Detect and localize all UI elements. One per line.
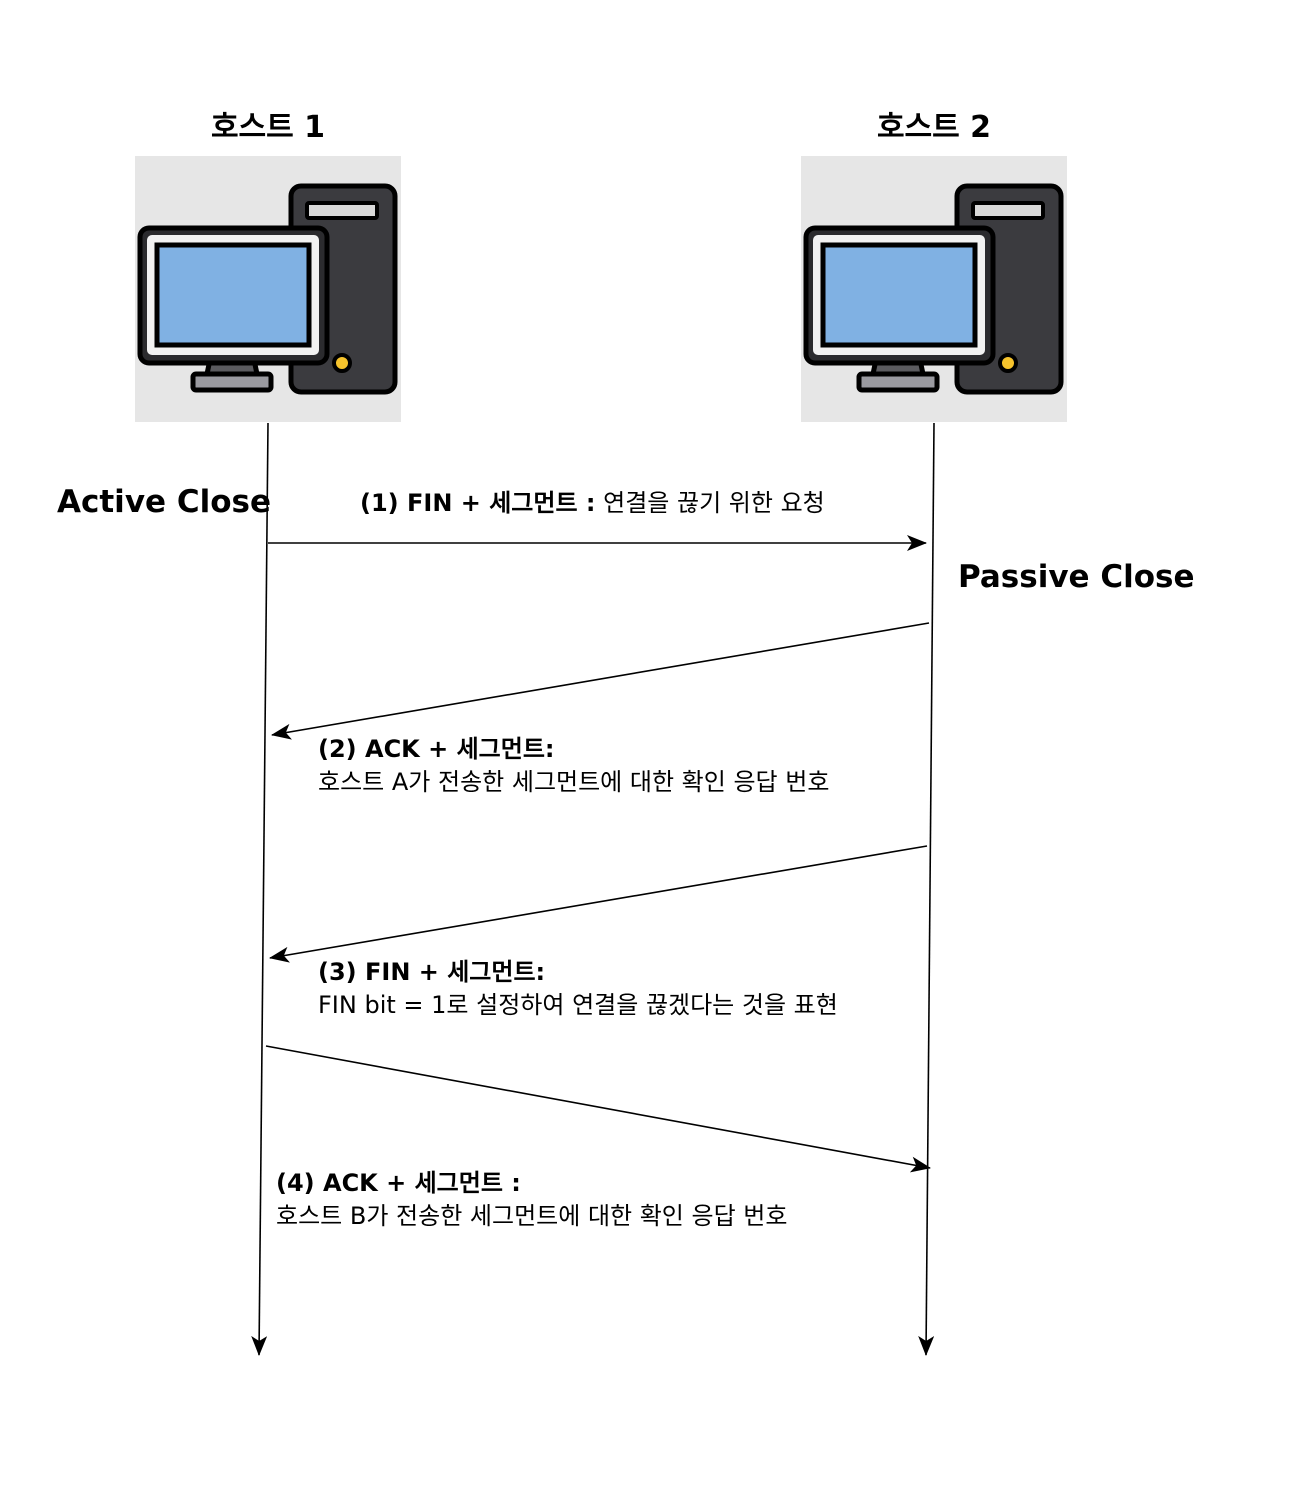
host-2-computer-icon <box>801 156 1067 422</box>
message-2-arrow <box>271 622 930 740</box>
host-2-title: 호스트 2 <box>876 110 992 145</box>
message-4-title: (4) ACK + 세그먼트 : <box>276 1169 521 1197</box>
active-close-label: Active Close <box>57 484 271 520</box>
message-3-arrow <box>269 845 928 963</box>
message-2-desc: 호스트 A가 전송한 세그먼트에 대한 확인 응답 번호 <box>318 768 830 796</box>
message-2-label: (2) ACK + 세그먼트: 호스트 A가 전송한 세그먼트에 대한 확인 응… <box>318 733 829 799</box>
message-2-title: (2) ACK + 세그먼트: <box>318 735 555 763</box>
host-1-computer-icon <box>135 156 401 422</box>
message-3-title: (3) FIN + 세그먼트: <box>318 958 546 986</box>
host-2-lifeline <box>918 422 935 1356</box>
host-1-title: 호스트 1 <box>210 110 326 145</box>
message-1-label: (1) FIN + 세그먼트 : 연결을 끊기 위한 요청 <box>360 487 825 520</box>
host-1-lifeline <box>251 422 269 1356</box>
message-3-label: (3) FIN + 세그먼트: FIN bit = 1로 설정하여 연결을 끊겠… <box>318 956 838 1022</box>
message-3-desc: FIN bit = 1로 설정하여 연결을 끊겠다는 것을 표현 <box>318 991 838 1019</box>
message-1-desc: 연결을 끊기 위한 요청 <box>603 489 825 517</box>
message-4-label: (4) ACK + 세그먼트 : 호스트 B가 전송한 세그먼트에 대한 확인 … <box>276 1167 787 1233</box>
message-1-title: (1) FIN + 세그먼트 : <box>360 489 596 517</box>
message-4-arrow <box>265 1045 931 1173</box>
passive-close-label: Passive Close <box>958 559 1195 595</box>
message-4-desc: 호스트 B가 전송한 세그먼트에 대한 확인 응답 번호 <box>276 1202 788 1230</box>
